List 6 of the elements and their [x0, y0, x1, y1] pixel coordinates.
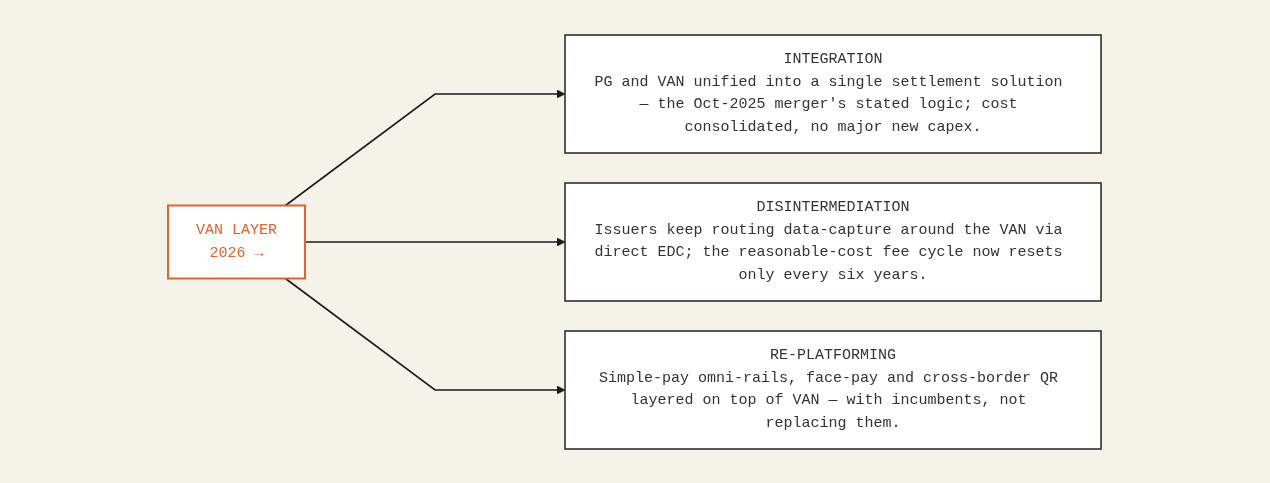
- arrow: [285, 89, 566, 206]
- node-box: RE-PLATFORMING Simple-pay omni-rails, face-pay and cross-border QR layered on top of VAN — with incumbents, not replacing them.: [564, 329, 1103, 450]
- node-box: VAN LAYER 2026 →: [167, 204, 307, 279]
- arrow: [285, 277, 566, 394]
- node-box: DISINTERMEDIATION Issuers keep routing data-capture around the VAN via direct EDC; the reasonable-cost fee cycle now resets only every six years.: [564, 181, 1103, 302]
- node-box: INTEGRATION PG and VAN unified into a single settlement solution — the Oct-2025 merger's stated logic; cost consolidated, no major new capex.: [564, 33, 1103, 154]
